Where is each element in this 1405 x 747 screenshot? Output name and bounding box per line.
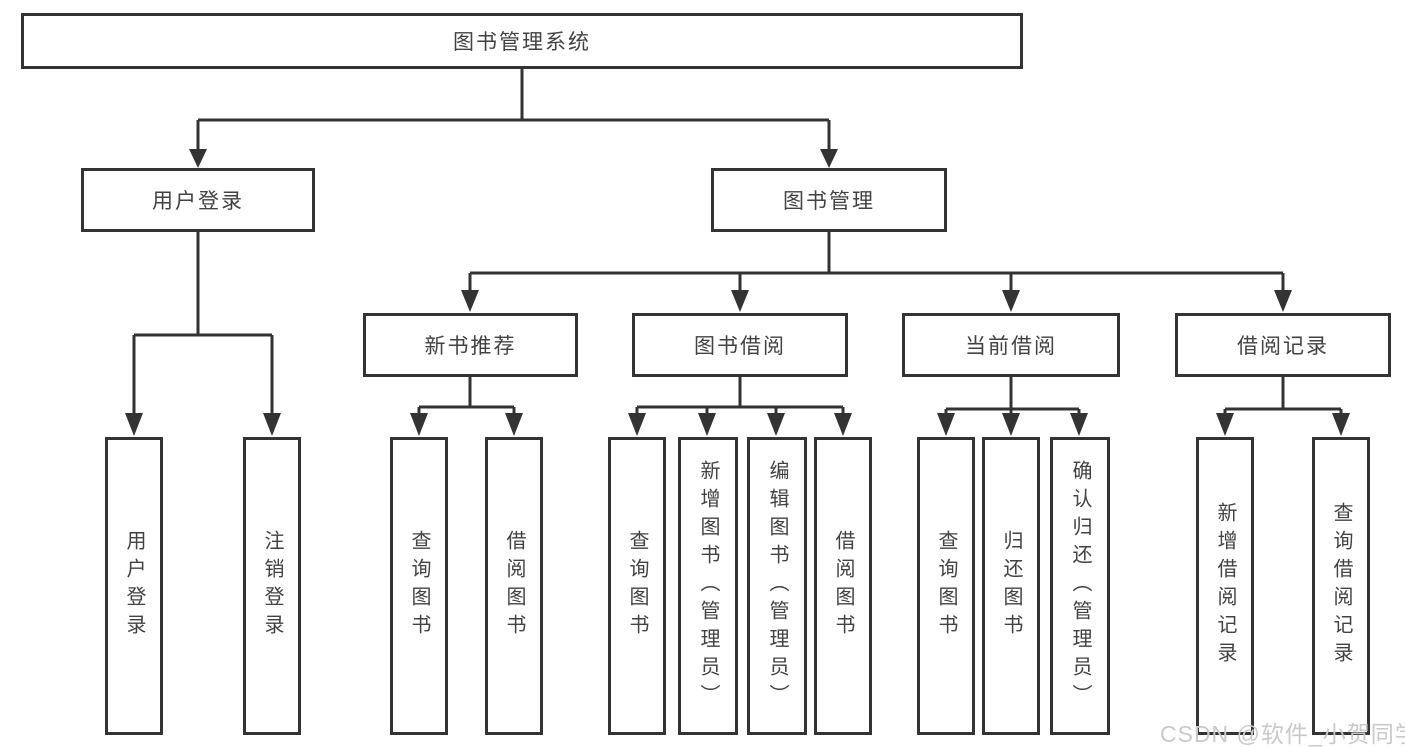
node-leaf-query-books-borrowing: 查询图书 bbox=[608, 437, 666, 735]
node-leaf-logout: 注销登录 bbox=[243, 437, 301, 735]
csdn-watermark: CSDN @软件_小贺同学 bbox=[1160, 721, 1405, 747]
node-label: 借阅记录 bbox=[1237, 335, 1329, 358]
node-label: 新增图书（管理员） bbox=[697, 460, 719, 712]
node-leaf-add-book-admin: 新增图书（管理员） bbox=[678, 437, 738, 735]
node-label: 注销登录 bbox=[261, 530, 283, 642]
node-user-login: 用户登录 bbox=[81, 168, 315, 232]
node-leaf-query-books-current: 查询图书 bbox=[917, 437, 975, 735]
node-label: 借阅图书 bbox=[503, 530, 525, 642]
node-label: 用户登录 bbox=[152, 190, 244, 213]
node-leaf-edit-book-admin: 编辑图书（管理员） bbox=[747, 437, 807, 735]
node-label: 查询图书 bbox=[935, 530, 957, 642]
node-label: 用户登录 bbox=[123, 530, 145, 642]
node-new-book-recommend: 新书推荐 bbox=[363, 313, 578, 377]
node-label: 新书推荐 bbox=[424, 335, 517, 358]
node-label: 新增借阅记录 bbox=[1214, 502, 1236, 670]
node-leaf-borrow-books-recommend: 借阅图书 bbox=[485, 437, 543, 735]
node-label: 编辑图书（管理员） bbox=[766, 460, 788, 712]
node-label: 查询图书 bbox=[408, 530, 430, 642]
node-leaf-query-books-recommend: 查询图书 bbox=[390, 437, 448, 735]
node-label: 归还图书 bbox=[1000, 530, 1022, 642]
node-leaf-confirm-return-admin: 确认归还（管理员） bbox=[1050, 437, 1110, 735]
node-label: 图书管理系统 bbox=[453, 31, 591, 54]
node-book-management: 图书管理 bbox=[711, 168, 947, 232]
node-label: 确认归还（管理员） bbox=[1069, 460, 1091, 712]
node-leaf-borrow-books: 借阅图书 bbox=[814, 437, 872, 735]
node-leaf-user-login: 用户登录 bbox=[105, 437, 163, 735]
node-label: 查询借阅记录 bbox=[1330, 502, 1352, 670]
node-leaf-add-borrow-record: 新增借阅记录 bbox=[1196, 437, 1254, 735]
node-borrowing-records: 借阅记录 bbox=[1175, 313, 1391, 377]
node-book-borrowing: 图书借阅 bbox=[632, 313, 848, 377]
node-label: 查询图书 bbox=[626, 530, 648, 642]
node-leaf-query-borrow-record: 查询借阅记录 bbox=[1312, 437, 1370, 735]
node-label: 图书管理 bbox=[783, 190, 875, 213]
node-label: 当前借阅 bbox=[965, 335, 1057, 358]
node-library-management-system: 图书管理系统 bbox=[21, 13, 1023, 69]
node-current-borrowing: 当前借阅 bbox=[902, 313, 1120, 377]
node-leaf-return-books: 归还图书 bbox=[982, 437, 1040, 735]
node-label: 借阅图书 bbox=[832, 530, 854, 642]
node-label: 图书借阅 bbox=[694, 335, 786, 358]
